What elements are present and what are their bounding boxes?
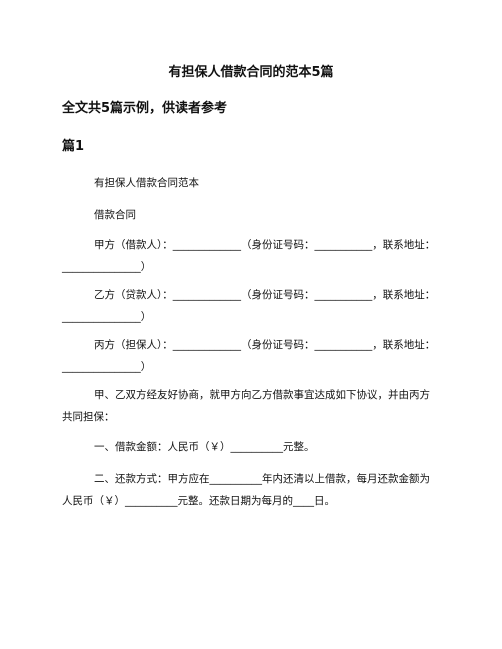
clause-repayment-method: 二、还款方式：甲方应在__________年内还清以上借款，每月还款金额为人民币… [62, 473, 430, 507]
document-title: 有担保人借款合同的范本5篇 [168, 65, 334, 80]
clause-loan-amount: 一、借款金额：人民币（￥）__________元整。 [94, 441, 315, 453]
document-subtitle: 全文共5篇示例，供读者参考 [62, 101, 228, 116]
party-a-borrower: 甲方（借款人）：_____________（身份证号码：___________，… [62, 239, 436, 273]
party-c-guarantor: 丙方（担保人）：_____________（身份证号码：___________，… [62, 339, 436, 373]
section-heading: 篇1 [62, 139, 85, 154]
contract-sample-title: 有担保人借款合同范本 [94, 177, 199, 189]
contract-heading: 借款合同 [94, 209, 136, 221]
agreement-preamble: 甲、乙双方经友好协商，就甲方向乙方借款事宜达成如下协议，并由丙方共同担保： [62, 389, 430, 423]
party-b-lender: 乙方（贷款人）：_____________（身份证号码：___________，… [62, 289, 436, 323]
